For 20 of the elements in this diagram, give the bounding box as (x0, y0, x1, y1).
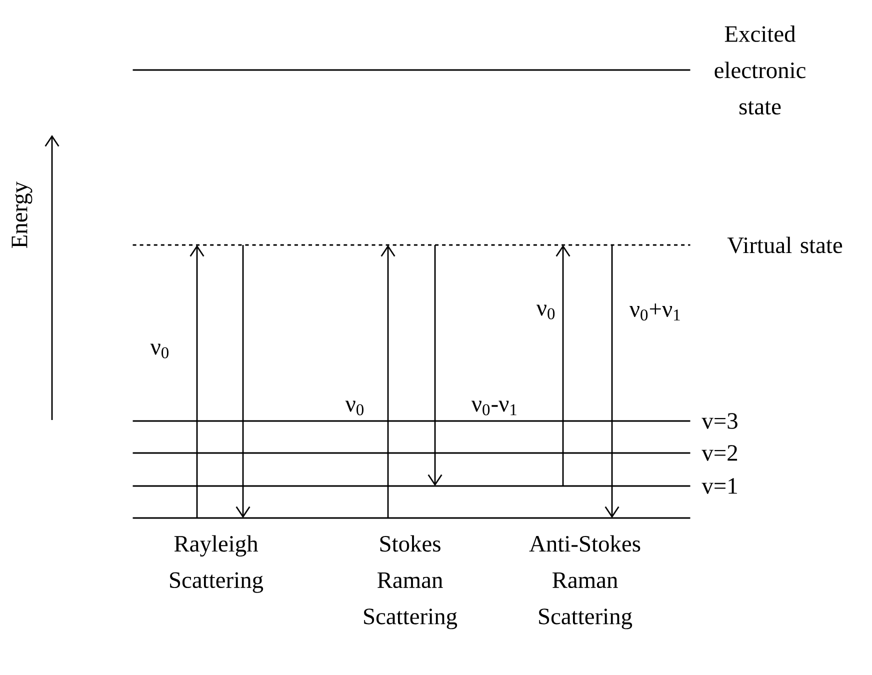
level-label: Virtual state (727, 236, 842, 254)
scattering-label: Rayleigh Scattering (170, 535, 264, 593)
scattering-label: Anti-Stokes Raman Scattering (529, 535, 640, 630)
scattering-label: Stokes Raman Scattering (364, 535, 458, 630)
level-label: v=1 (702, 478, 737, 494)
edge-label: ν$_{0}$ (536, 304, 555, 320)
arrow (604, 245, 620, 518)
edge-label: ν$_{0}$+ν$_{1}$ (629, 304, 680, 321)
arrow (556, 245, 570, 486)
arrow (236, 245, 250, 518)
arrow (380, 245, 396, 518)
edge-label: ν$_{0}$ (345, 400, 364, 416)
level-label: Excited electronic state (714, 25, 806, 115)
axis-label: Energy (12, 181, 32, 248)
arrow (428, 245, 442, 486)
level-label: v=3 (702, 413, 738, 429)
level-label: v=2 (702, 445, 738, 461)
edge-label: ν$_{0}$-ν$_{1}$ (471, 400, 516, 416)
arrow (190, 245, 204, 518)
edge-label: ν$_{0}$ (150, 344, 168, 358)
